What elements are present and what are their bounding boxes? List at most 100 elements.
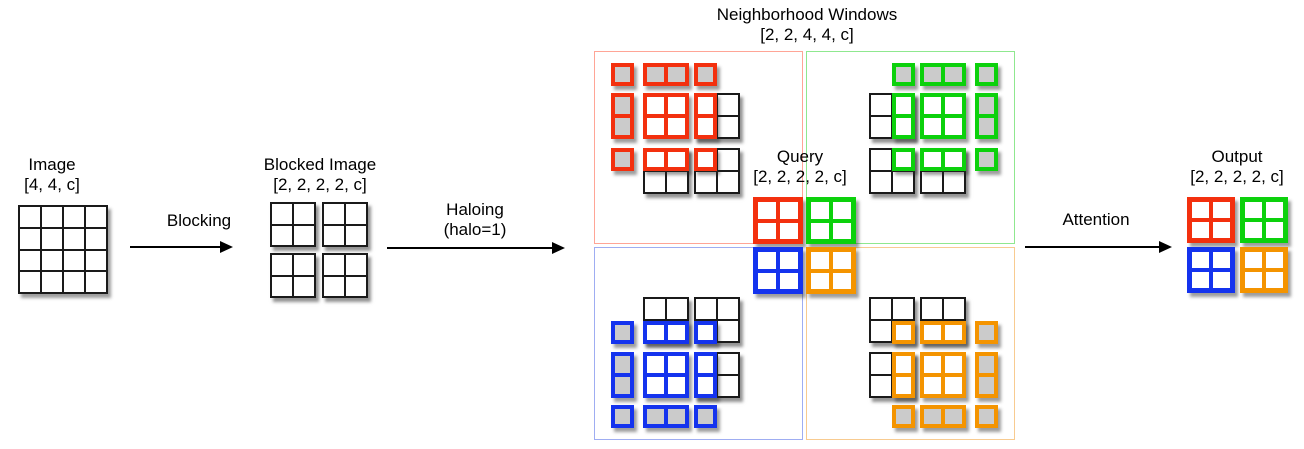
- image-stage-label: Image [4, 4, c]: [2, 155, 102, 195]
- blocked-image-block-1: [322, 202, 368, 247]
- blocked-shape: [2, 2, 2, 2, c]: [273, 175, 367, 194]
- grid-cell: [647, 377, 664, 394]
- halo-piece-orange: [920, 321, 966, 344]
- grid-cell: [667, 299, 687, 319]
- grid-cell: [647, 118, 664, 135]
- grid-cell: [668, 97, 685, 114]
- pad-piece-blue: [611, 405, 634, 428]
- grid-cell: [945, 152, 962, 167]
- grid-cell: [272, 225, 292, 245]
- grid-cell: [833, 202, 851, 219]
- grid-cell: [871, 95, 891, 115]
- grid-cell: [979, 118, 994, 135]
- grid-cell: [668, 356, 685, 373]
- grid-cell: [945, 377, 962, 394]
- query-label: Query: [776, 147, 824, 166]
- grid-cell: [1192, 222, 1209, 238]
- grid-cell: [647, 325, 664, 340]
- pad-piece-green: [892, 63, 915, 86]
- grid-cell: [668, 325, 685, 340]
- grid-cell: [871, 299, 891, 319]
- panel-shape: [2, 2, 4, 4, c]: [760, 25, 854, 44]
- halo-piece-orange: [892, 352, 915, 398]
- grid-cell: [1266, 272, 1283, 288]
- grid-cell: [718, 95, 738, 115]
- panel-title-line1: Neighborhood Windows: [716, 5, 898, 24]
- halo-piece-red: [694, 148, 717, 171]
- pad-piece-green: [975, 93, 998, 139]
- grid-cell: [896, 377, 911, 394]
- grid-cell: [615, 97, 630, 114]
- haloing-arrow-head: [552, 242, 565, 254]
- grid-cell: [893, 172, 913, 192]
- neighborhood-window-top-left: [594, 51, 803, 244]
- output-block-red: [1187, 197, 1235, 243]
- grid-cell: [896, 356, 911, 373]
- grid-cell: [1213, 222, 1230, 238]
- grid-cell: [294, 276, 314, 296]
- grid-cell: [1245, 272, 1262, 288]
- output-label: Output: [1211, 147, 1263, 166]
- blocking-arrow-head: [220, 241, 233, 253]
- haloing-arrow: [387, 242, 565, 254]
- grid-cell: [979, 325, 994, 340]
- grid-cell: [896, 67, 911, 82]
- grid-cell: [698, 67, 713, 82]
- orange-block: [920, 352, 966, 398]
- grid-cell: [896, 409, 911, 424]
- grid-cell: [871, 321, 891, 341]
- query-block-red: [753, 197, 803, 244]
- grid-cell: [647, 67, 664, 82]
- input-image-grid: [18, 205, 108, 294]
- red-block: [643, 93, 689, 139]
- grid-cell: [698, 356, 713, 373]
- grid-cell: [979, 356, 994, 373]
- blocking-arrow-shaft: [130, 246, 221, 248]
- grid-cell: [1192, 202, 1209, 218]
- grid-cell: [346, 276, 366, 296]
- pad-piece-blue: [643, 405, 689, 428]
- haloing-arrow-shaft: [387, 247, 553, 249]
- grid-cell: [645, 299, 665, 319]
- blocked-image-block-3: [322, 253, 368, 298]
- grid-cell: [272, 276, 292, 296]
- grid-cell: [615, 152, 630, 167]
- output-block-orange: [1240, 247, 1288, 293]
- grid-cell: [945, 356, 962, 373]
- grid-cell: [979, 67, 994, 82]
- pad-piece-red: [643, 63, 689, 86]
- grid-cell: [86, 228, 106, 249]
- grid-cell: [1213, 272, 1230, 288]
- pad-piece-green: [975, 148, 998, 171]
- blue-block: [643, 352, 689, 398]
- blocked-stage-label: Blocked Image [2, 2, 2, 2, c]: [250, 155, 390, 195]
- halo-piece-red: [643, 148, 689, 171]
- halo-piece-orange: [892, 321, 915, 344]
- grid-cell: [893, 299, 913, 319]
- pad-piece-orange: [975, 405, 998, 428]
- grid-cell: [811, 202, 829, 219]
- grid-cell: [64, 272, 84, 292]
- grid-cell: [758, 222, 776, 239]
- grid-cell: [924, 97, 941, 114]
- grid-cell: [1245, 202, 1262, 218]
- grid-cell: [42, 272, 62, 292]
- image-label: Image: [28, 155, 76, 174]
- grid-cell: [668, 152, 685, 167]
- grid-cell: [668, 409, 685, 424]
- grid-cell: [758, 252, 776, 269]
- grid-cell: [945, 118, 962, 135]
- grid-cell: [294, 204, 314, 224]
- grid-cell: [20, 250, 40, 271]
- pad-piece-orange: [920, 405, 966, 428]
- grid-cell: [1192, 272, 1209, 288]
- grid-cell: [20, 207, 40, 227]
- grid-cell: [64, 207, 84, 227]
- grid-cell: [780, 252, 798, 269]
- grid-cell: [1213, 252, 1230, 268]
- grid-cell: [811, 272, 829, 289]
- grid-cell: [780, 222, 798, 239]
- blocked-image-block-2: [270, 253, 316, 298]
- grid-cell: [871, 150, 891, 170]
- pad-piece-red: [611, 93, 634, 139]
